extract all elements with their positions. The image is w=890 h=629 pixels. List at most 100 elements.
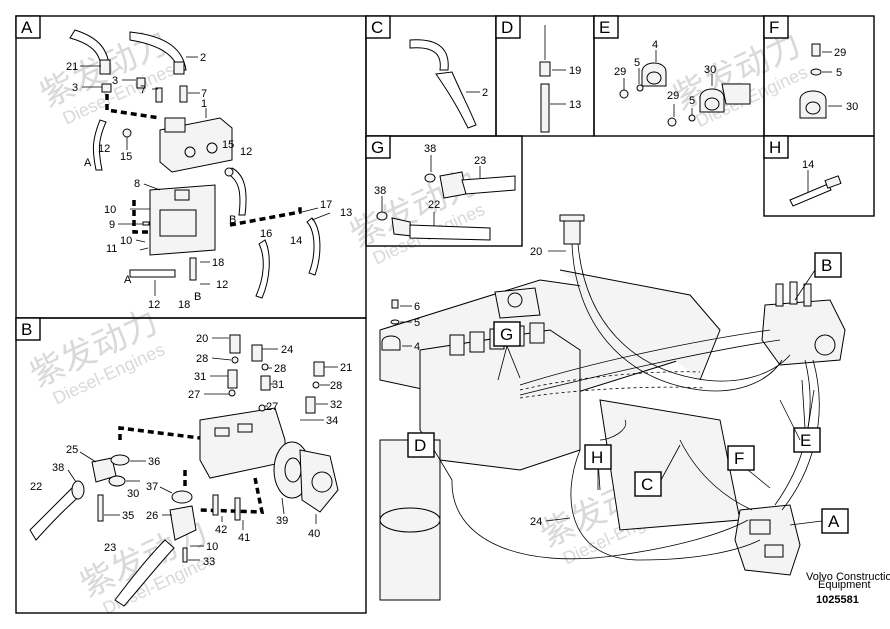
part-label: 42	[215, 524, 227, 536]
hose-c2	[435, 71, 477, 129]
panel-e-tag	[593, 15, 619, 39]
hose-13	[540, 83, 550, 133]
panel-g-tag	[365, 135, 391, 159]
frame-line	[559, 269, 721, 381]
bolt-29b	[667, 117, 677, 127]
hose-2	[129, 31, 187, 71]
bolt-29	[811, 43, 821, 57]
part-label: 20	[530, 246, 542, 258]
part-label: 19	[569, 65, 581, 77]
fitting-21	[313, 361, 325, 377]
oring-28c	[312, 381, 320, 389]
part-label: 14	[290, 235, 302, 247]
valve-top	[164, 117, 186, 133]
pump-port	[237, 423, 253, 433]
callout-label: A	[828, 512, 840, 531]
part-label: 27	[266, 401, 278, 413]
part-label: A	[124, 274, 132, 286]
part-label: 15	[120, 151, 132, 163]
washer-5	[810, 68, 822, 76]
fitting-19	[539, 61, 551, 77]
part-label: 18	[212, 257, 224, 269]
pilot-fitting	[789, 281, 798, 305]
part-label: 28	[274, 363, 286, 375]
part-label: 9	[109, 219, 115, 231]
hose-13	[306, 217, 321, 276]
bolt-41	[234, 497, 241, 521]
panel-e-label: E	[599, 18, 610, 37]
callout-a-main: A	[789, 508, 849, 534]
part-label: 24	[281, 344, 293, 356]
part-label: 4	[652, 39, 658, 51]
panel-f: F 29 5 30	[763, 15, 875, 137]
panel-d-tag	[495, 15, 521, 39]
part-label: 20	[196, 333, 208, 345]
pilot-valve	[761, 299, 846, 366]
pump-port	[214, 427, 230, 437]
part-label: 29	[667, 90, 679, 102]
route-a3	[229, 205, 302, 227]
part-label: 38	[374, 185, 386, 197]
washer-5	[636, 84, 644, 92]
panel-b-tag	[15, 317, 41, 341]
oring-38	[71, 480, 85, 500]
callout-g: G	[493, 321, 521, 381]
part-label: 25	[66, 444, 78, 456]
swing-motor-ring	[379, 507, 441, 533]
part-label: 36	[148, 456, 160, 468]
part-label: 16	[260, 228, 272, 240]
fitting-g	[439, 171, 467, 199]
part-label: 11	[106, 243, 117, 255]
bolt-6	[391, 299, 399, 309]
pump-shaft	[284, 457, 302, 483]
part-label: 32	[330, 399, 342, 411]
bracket-e	[721, 83, 751, 105]
panel-h: H 14	[763, 135, 875, 217]
valve-port	[184, 146, 196, 158]
callout-e: E	[779, 379, 821, 453]
callout-f: F	[727, 445, 771, 489]
elbow-26	[169, 505, 197, 541]
panel-d-label: D	[501, 18, 513, 37]
clamp-30-hole	[704, 97, 720, 111]
panel-a-labels: 21 3 2 3 7 7 1 12 A 15 15 12 8 10 9	[66, 52, 352, 311]
hose-23	[114, 539, 175, 607]
part-label: 8	[134, 178, 140, 190]
valve-cap	[507, 292, 523, 308]
bolt-33	[182, 547, 188, 563]
callout-c: C	[634, 444, 681, 497]
part-label: 38	[424, 143, 436, 155]
fitting-24	[251, 344, 263, 362]
gasket-hole	[311, 471, 333, 493]
part-label: 21	[340, 362, 352, 374]
panel-a-label: A	[21, 18, 33, 37]
part-label: 26	[146, 510, 158, 522]
valve-spool	[469, 331, 485, 353]
clamp-4-hole	[646, 71, 662, 85]
callout-label: G	[500, 325, 513, 344]
part-label: 37	[146, 481, 158, 493]
hose-runs	[451, 243, 820, 561]
bolt-11	[139, 247, 149, 251]
panel-b-labels: 20 28 31 27 24 28 31 27 21 28 32 34 25	[30, 333, 352, 568]
fitting-h	[824, 175, 842, 189]
filter-cap	[559, 214, 585, 222]
part-label: 5	[689, 95, 695, 107]
panel-b-frame	[15, 317, 367, 614]
hose-14	[789, 183, 832, 207]
part-label: 28	[330, 380, 342, 392]
part-label: 5	[414, 317, 420, 329]
panel-c-label: C	[371, 18, 383, 37]
bracket-tab	[174, 189, 190, 201]
footer-company: Equipment	[818, 579, 871, 591]
part-label: 7	[201, 88, 207, 100]
panel-g-frame	[365, 135, 523, 247]
pump-main	[734, 504, 801, 576]
panel-a-tag	[15, 15, 41, 39]
fitting-31	[227, 369, 238, 389]
panel-g: G 38 23 38 22	[365, 135, 523, 247]
part-label: B	[194, 291, 201, 303]
callout-b-main: B	[794, 252, 842, 301]
part-label: 15	[222, 139, 234, 151]
panel-c-tag	[365, 15, 391, 39]
